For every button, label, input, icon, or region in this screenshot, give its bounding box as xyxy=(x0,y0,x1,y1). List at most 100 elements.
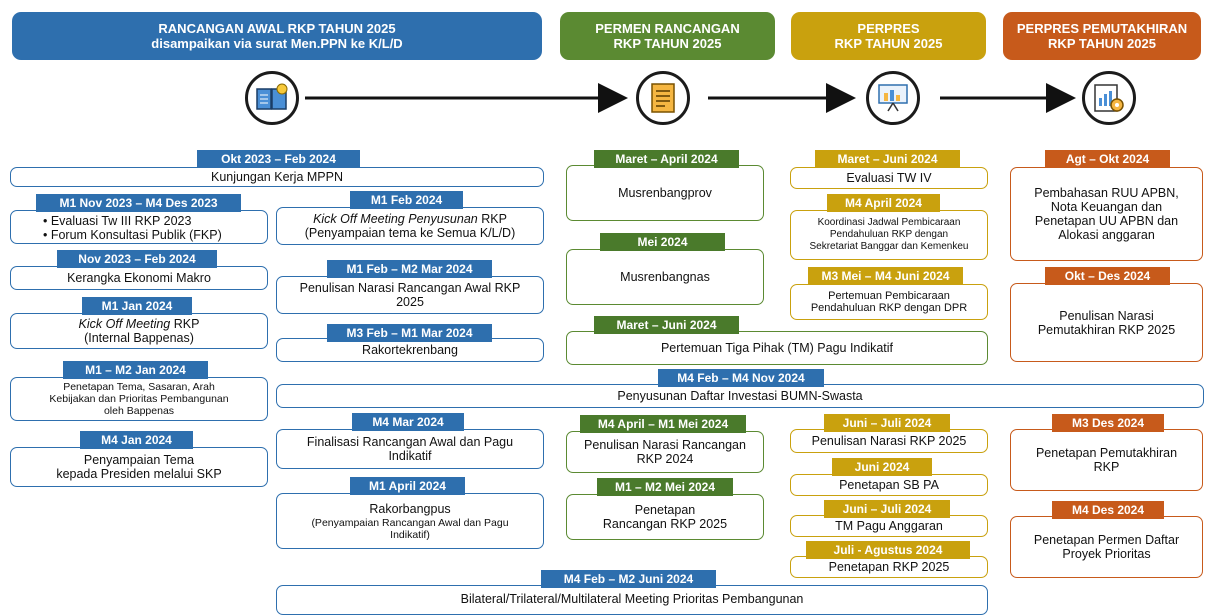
box-bilateral: Bilateral/Trilateral/Multilateral Meetin… xyxy=(276,585,988,615)
box-text: Penulisan Narasi xyxy=(1059,308,1154,323)
header-title: PERPRES PEMUTAKHIRAN xyxy=(1016,21,1188,36)
box-penetapan-tema: Penetapan Tema, Sasaran, Arah Kebijakan … xyxy=(10,377,268,421)
flow-arrows xyxy=(305,83,1076,113)
list-item: • Forum Konsultasi Publik (FKP) xyxy=(43,228,222,242)
box-text: Alokasi anggaran xyxy=(1058,228,1155,242)
box-kunjungan: Kunjungan Kerja MPPN xyxy=(10,167,544,187)
box-text: Evaluasi TW IV xyxy=(846,171,932,185)
box-evaluasi-tw4: Evaluasi TW IV xyxy=(790,167,988,189)
box-text: Bilateral/Trilateral/Multilateral Meetin… xyxy=(460,592,804,606)
header-title: RANCANGAN AWAL RKP TAHUN 2025 xyxy=(158,21,396,36)
header-subtitle: RKP TAHUN 2025 xyxy=(1048,36,1156,51)
label-kickoff-internal: M1 Jan 2024 xyxy=(82,297,192,315)
box-text: Nota Keuangan dan xyxy=(1050,200,1163,214)
label-sbpa: Juni 2024 xyxy=(832,458,932,476)
box-rakortek: Rakortekrenbang xyxy=(276,338,544,362)
box-text: Rakorbangpus xyxy=(369,501,451,516)
label-evaluasi-tw4: Maret – Juni 2024 xyxy=(815,150,960,168)
box-narasi-pemutakhiran: Penulisan Narasi Pemutakhiran RKP 2025 xyxy=(1010,283,1203,362)
header-permen-rancangan: PERMEN RANCANGAN RKP TAHUN 2025 xyxy=(560,12,775,60)
box-text: Penetapan UU APBN dan xyxy=(1034,214,1179,228)
box-penetapan-pemutakhiran: Penetapan Pemutakhiran RKP xyxy=(1010,429,1203,491)
label-bilateral: M4 Feb – M2 Juni 2024 xyxy=(541,570,716,588)
box-text: RKP xyxy=(1093,460,1120,474)
box-text: Kerangka Ekonomi Makro xyxy=(67,271,211,285)
box-text: Penetapan Permen Daftar xyxy=(1033,533,1180,547)
box-text: Pendahuluan RKP dengan xyxy=(829,229,949,240)
box-kerangka: Kerangka Ekonomi Makro xyxy=(10,266,268,290)
box-narasi-rkp: Penulisan Narasi RKP 2025 xyxy=(790,429,988,453)
box-text: Pendahuluan RKP dengan DPR xyxy=(810,302,968,314)
box-evaluasi-tw3: • Evaluasi Tw III RKP 2023 • Forum Konsu… xyxy=(10,210,268,244)
box-sbpa: Penetapan SB PA xyxy=(790,474,988,496)
box-text: Penetapan Pemutakhiran xyxy=(1035,446,1178,460)
box-text: Penyusunan Daftar Investasi BUMN-Swasta xyxy=(617,389,863,403)
label-finalisasi: M4 Mar 2024 xyxy=(352,413,464,431)
label-permen-proyek: M4 Des 2024 xyxy=(1052,501,1164,519)
header-subtitle: disampaikan via surat Men.PPN ke K/L/D xyxy=(151,36,403,51)
box-text: 2025 xyxy=(396,295,424,309)
list-item: • Evaluasi Tw III RKP 2023 xyxy=(43,214,192,228)
box-text: Pemutakhiran RKP 2025 xyxy=(1037,322,1176,337)
label-rakorbangpus: M1 April 2024 xyxy=(350,477,465,495)
box-narasi-rancangan: Penulisan Narasi Rancangan RKP 2024 xyxy=(566,431,764,473)
box-text: Musrenbangnas xyxy=(620,270,710,284)
header-subtitle: RKP TAHUN 2025 xyxy=(613,36,722,51)
box-text: Penulisan Narasi RKP 2025 xyxy=(811,434,967,448)
box-text: Proyek Prioritas xyxy=(1062,547,1151,561)
header-perpres-pemutakhiran: PERPRES PEMUTAKHIRAN RKP TAHUN 2025 xyxy=(1003,12,1201,60)
box-penyampaian-tema: Penyampaian Tema kepada Presiden melalui… xyxy=(10,447,268,487)
label-penetapan-pemutakhiran: M3 Des 2024 xyxy=(1052,414,1164,432)
label-kerangka: Nov 2023 – Feb 2024 xyxy=(57,250,217,268)
label-musrenbangnas: Mei 2024 xyxy=(600,233,725,251)
box-text: Kunjungan Kerja MPPN xyxy=(210,170,344,184)
label-rakortek: M3 Feb – M1 Mar 2024 xyxy=(327,324,492,342)
report-gear-icon xyxy=(1082,71,1136,125)
box-tm-pagu-indikatif: Pertemuan Tiga Pihak (TM) Pagu Indikatif xyxy=(566,331,988,365)
box-text: Indikatif) xyxy=(390,528,430,541)
label-kickoff-penyusunan: M1 Feb 2024 xyxy=(350,191,463,209)
box-musrenbangprov: Musrenbangprov xyxy=(566,165,764,221)
header-perpres: PERPRES RKP TAHUN 2025 xyxy=(791,12,986,60)
box-tm-pagu: TM Pagu Anggaran xyxy=(790,515,988,537)
box-text: (Penyampaian tema ke Semua K/L/D) xyxy=(304,226,516,240)
box-text: kepada Presiden melalui SKP xyxy=(56,467,222,481)
presentation-chart-icon xyxy=(866,71,920,125)
box-text: Rakortekrenbang xyxy=(362,343,458,357)
label-narasi-pemutakhiran: Okt – Des 2024 xyxy=(1045,267,1170,285)
box-finalisasi: Finalisasi Rancangan Awal dan Pagu Indik… xyxy=(276,429,544,469)
header-subtitle: RKP TAHUN 2025 xyxy=(834,36,943,51)
box-bumn-swasta: Penyusunan Daftar Investasi BUMN-Swasta xyxy=(276,384,1204,408)
label-penetapan-rkp: Juli - Agustus 2024 xyxy=(806,541,970,559)
label-narasi-awal: M1 Feb – M2 Mar 2024 xyxy=(327,260,492,278)
box-text: Penulisan Narasi Rancangan xyxy=(584,438,746,452)
box-text: Pertemuan Tiga Pihak (TM) Pagu Indikatif xyxy=(660,341,894,355)
box-text: Finalisasi Rancangan Awal dan Pagu xyxy=(306,435,514,449)
box-text: Kick Off Meeting RKP xyxy=(78,317,200,331)
box-text: Musrenbangprov xyxy=(618,186,712,200)
box-text: Pembahasan RUU APBN, xyxy=(1034,186,1179,200)
box-text: RKP 2024 xyxy=(636,452,694,466)
box-kickoff-penyusunan: Kick Off Meeting Penyusunan RKP (Penyamp… xyxy=(276,207,544,245)
header-title: PERPRES xyxy=(857,21,920,36)
box-penetapan-rkp: Penetapan RKP 2025 xyxy=(790,556,988,578)
box-text: TM Pagu Anggaran xyxy=(835,519,943,533)
label-narasi-rancangan: M4 April – M1 Mei 2024 xyxy=(580,415,746,433)
box-musrenbangnas: Musrenbangnas xyxy=(566,249,764,305)
box-kickoff-internal: Kick Off Meeting RKP (Internal Bappenas) xyxy=(10,313,268,349)
box-text: Koordinasi Jadwal Pembicaraan xyxy=(817,217,961,228)
label-pembahasan: Agt – Okt 2024 xyxy=(1045,150,1170,168)
label-bumn-swasta: M4 Feb – M4 Nov 2024 xyxy=(658,369,824,387)
box-rakorbangpus: Rakorbangpus (Penyampaian Rancangan Awal… xyxy=(276,493,544,549)
box-text: Penetapan xyxy=(634,503,696,517)
box-koordinasi: Koordinasi Jadwal Pembicaraan Pendahulua… xyxy=(790,210,988,260)
label-evaluasi-tw3: M1 Nov 2023 – M4 Des 2023 xyxy=(36,194,241,212)
box-text: Kick Off Meeting Penyusunan RKP xyxy=(313,212,507,226)
label-tm-pagu: Juni – Juli 2024 xyxy=(824,500,950,518)
book-lightbulb-icon xyxy=(245,71,299,125)
box-text: oleh Bappenas xyxy=(103,405,175,417)
label-tm-pagu-indikatif: Maret – Juni 2024 xyxy=(594,316,739,334)
header-rancangan-awal: RANCANGAN AWAL RKP TAHUN 2025 disampaika… xyxy=(12,12,542,60)
box-text: Sekretariat Banggar dan Kemenkeu xyxy=(809,241,969,252)
box-text: Kebijakan dan Prioritas Pembangunan xyxy=(49,393,229,405)
